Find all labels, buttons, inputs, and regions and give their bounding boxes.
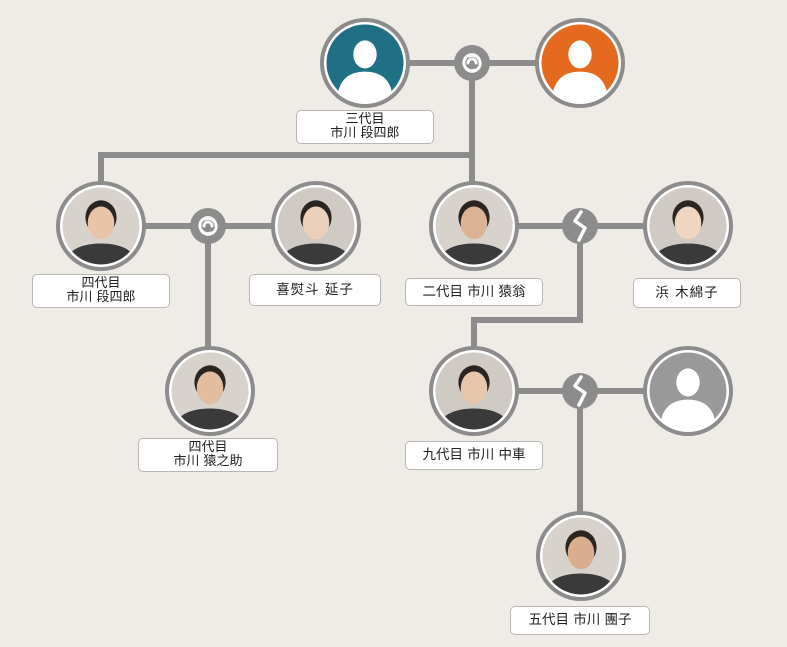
person-node-danko5 <box>536 511 626 601</box>
label-line-1: 四代目 <box>188 440 228 456</box>
marriage-knot-icon <box>190 208 226 244</box>
avatar-frame <box>165 346 255 436</box>
name-label-danshiro4: 四代目市川 段四郎 <box>32 274 170 308</box>
avatar-frame <box>535 18 625 108</box>
label-line-1: 二代目 市川 猿翁 <box>422 283 526 300</box>
label-line-1: 三代目 <box>345 112 385 128</box>
label-line-1: 浜 木綿子 <box>655 284 719 301</box>
name-label-danko5: 五代目 市川 團子 <box>510 606 650 635</box>
person-silhouette-icon <box>551 40 609 102</box>
person-node-danshiro3 <box>320 18 410 108</box>
connector-line <box>98 63 475 186</box>
person-node-ennosuke4 <box>165 346 255 436</box>
label-line-2: 市川 段四郎 <box>330 126 400 141</box>
avatar-frame <box>56 181 146 271</box>
person-silhouette-icon <box>659 368 717 430</box>
name-label-nobuko: 喜熨斗 延子 <box>249 274 381 306</box>
divorce-zigzag-icon <box>562 208 598 244</box>
person-node-hama <box>643 181 733 271</box>
name-label-hama: 浜 木綿子 <box>633 278 741 308</box>
divorce-zigzag-icon <box>562 373 598 409</box>
person-node-chusha9 <box>429 346 519 436</box>
label-line-1: 四代目 <box>81 276 121 292</box>
person-node-nobuko <box>271 181 361 271</box>
person-silhouette-icon <box>336 40 394 102</box>
avatar-frame <box>429 346 519 436</box>
label-line-2: 市川 猿之助 <box>173 454 243 469</box>
name-label-danshiro3: 三代目市川 段四郎 <box>296 110 434 144</box>
label-line-2: 市川 段四郎 <box>66 290 136 305</box>
person-nodes <box>56 18 733 601</box>
label-line-1: 五代目 市川 團子 <box>528 612 632 629</box>
marriage-knot-icon <box>454 45 490 81</box>
person-node-danshiro3-wife <box>535 18 625 108</box>
name-label-chusha9: 九代目 市川 中車 <box>405 441 543 470</box>
label-line-1: 九代目 市川 中車 <box>422 447 526 464</box>
avatar-frame <box>643 346 733 436</box>
avatar-frame <box>320 18 410 108</box>
connector-line <box>471 226 583 350</box>
label-line-1: 喜熨斗 延子 <box>276 281 354 298</box>
avatar-frame <box>536 511 626 601</box>
person-node-chusha9-wife <box>643 346 733 436</box>
name-label-ennoh2: 二代目 市川 猿翁 <box>405 278 543 306</box>
avatar-frame <box>271 181 361 271</box>
portrait-photo <box>435 187 513 265</box>
avatar-frame <box>643 181 733 271</box>
avatar-frame <box>429 181 519 271</box>
union-symbols <box>190 45 598 409</box>
person-node-danshiro4 <box>56 181 146 271</box>
person-node-ennoh2 <box>429 181 519 271</box>
name-label-ennosuke4: 四代目市川 猿之助 <box>138 438 278 472</box>
